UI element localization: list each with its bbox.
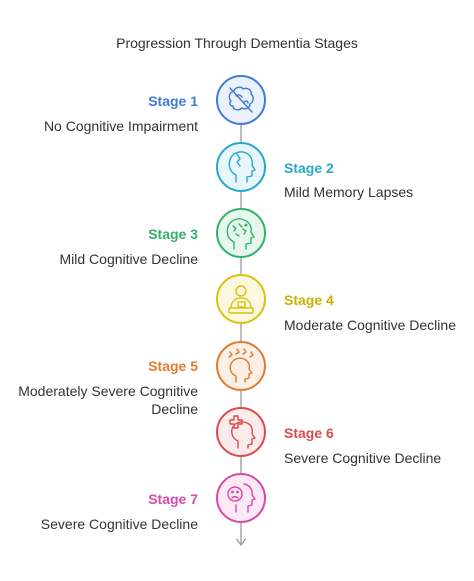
head-confusion-icon	[226, 218, 255, 250]
stage-4-description: Moderate Cognitive Decline	[284, 317, 456, 333]
stage-3-description: Mild Cognitive Decline	[59, 251, 198, 267]
brain-with-slash-icon	[228, 86, 254, 113]
stage-node-4	[216, 274, 266, 324]
stage-node-5	[216, 341, 266, 391]
stage-node-6	[216, 407, 266, 457]
stage-7-title: Stage 7	[148, 491, 198, 507]
stage-node-7	[216, 473, 266, 523]
stage-3-title: Stage 3	[148, 226, 198, 242]
person-at-desk-icon	[228, 285, 254, 314]
stage-2-description: Mild Memory Lapses	[284, 184, 414, 200]
stage-5-description: Moderately Severe Cognitive Decline	[18, 383, 198, 417]
stage-7-description: Severe Cognitive Decline	[40, 516, 198, 532]
stage-5-title: Stage 5	[148, 358, 198, 374]
diagram-title: Progression Through Dementia Stages	[116, 35, 358, 51]
stage-1-title: Stage 1	[148, 93, 198, 109]
head-medical-cross-icon	[229, 415, 256, 449]
head-distress-icon	[228, 348, 254, 383]
stage-4-title: Stage 4	[284, 292, 334, 308]
stage-6-description: Severe Cognitive Decline	[284, 450, 442, 466]
stage-1-description: No Cognitive Impairment	[43, 118, 198, 134]
stage-node-2	[216, 142, 266, 192]
timeline-arrow-icon	[235, 538, 247, 546]
head-with-crack-icon	[228, 151, 256, 183]
stage-6-title: Stage 6	[284, 425, 334, 441]
sad-face-profile-icon	[227, 483, 256, 513]
stage-node-3	[216, 208, 266, 258]
stage-2-title: Stage 2	[284, 160, 334, 176]
stage-node-1	[216, 75, 266, 125]
